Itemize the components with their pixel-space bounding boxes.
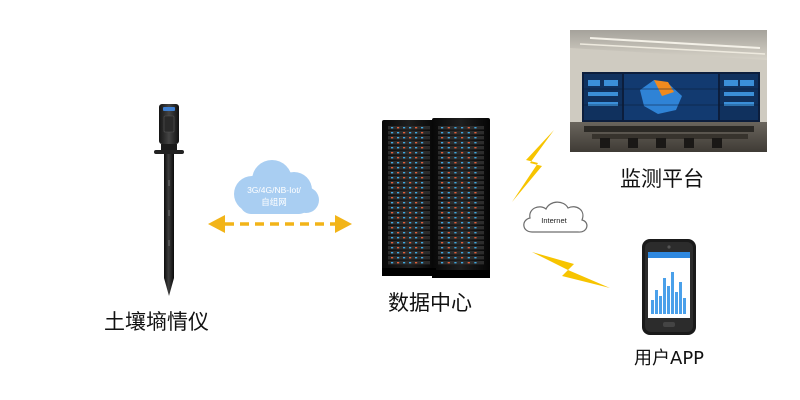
user-app-label: 用户APP <box>634 348 705 369</box>
internet-text: Internet <box>541 216 567 225</box>
lightning-bolt-lower <box>532 252 610 288</box>
soil-sensor-device <box>154 104 184 296</box>
monitoring-platform-label: 监测平台 <box>620 167 704 191</box>
network-type-text: 3G/4G/NB-Iot/ <box>247 185 301 195</box>
monitoring-room-image <box>570 30 767 152</box>
server-racks <box>382 118 490 278</box>
bidirectional-arrow <box>208 215 352 233</box>
smartphone-app-image <box>642 239 696 335</box>
network-cloud: 3G/4G/NB-Iot/ 自组网 <box>234 160 319 214</box>
internet-cloud: Internet <box>523 201 588 233</box>
soil-sensor-label: 土壤墒情仪 <box>104 310 209 334</box>
network-ad-hoc-text: 自组网 <box>261 197 287 207</box>
cloud-shape <box>234 160 319 214</box>
internet-cloud-shape <box>523 201 588 233</box>
datacenter-label: 数据中心 <box>388 291 472 315</box>
lightning-bolt-upper <box>512 130 554 202</box>
arrow-head-right <box>335 215 352 233</box>
arrow-head-left <box>208 215 225 233</box>
